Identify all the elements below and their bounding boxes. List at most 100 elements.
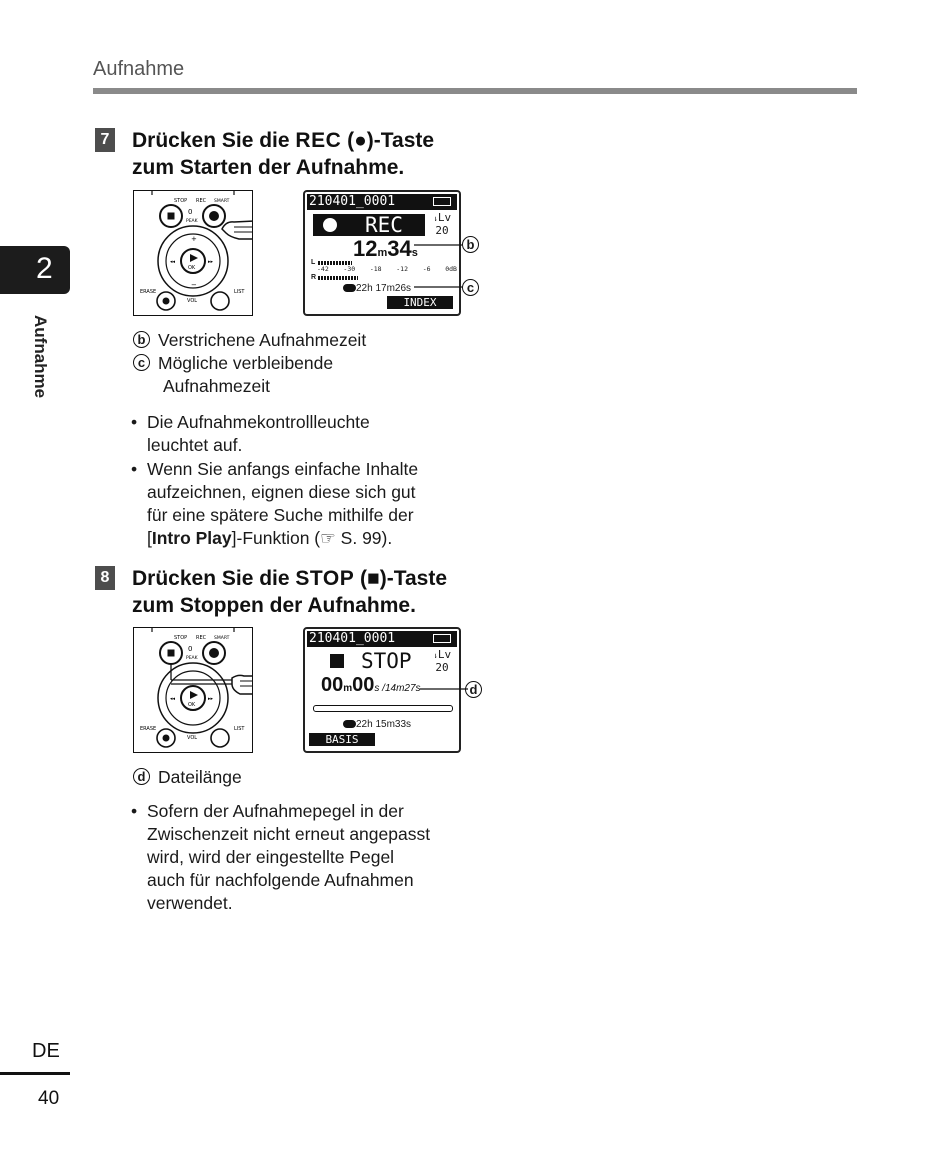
scale-tick: -30 [343,265,356,273]
chapter-tab [0,246,70,294]
ok-label: OK [188,702,196,708]
pointing-hand-icon [231,674,255,695]
callout-marker-b: b [462,236,487,256]
peak-label: PEAK [186,655,199,661]
memory-icon [343,720,356,728]
play-icon [190,691,198,699]
progress-bar [313,705,453,712]
stop-label: STOP [174,635,187,641]
lcd-screen-recording: 210401_0001 REC ⇂Lv 20 12m34s L R -42 -3… [303,190,461,316]
index-softkey[interactable]: INDEX [387,296,453,309]
lcd-file-header: 210401_0001 [307,631,457,647]
legend-d-letter: d [133,768,150,785]
erase-dot-icon [162,734,170,742]
stop-square-icon [167,212,175,220]
note-line: auch für nachfolgende Aufnahmen [147,870,414,890]
page-number: 40 [38,1088,60,1109]
lcd-level-value: 20 [435,661,449,674]
rewind-icon: ◂◂ [170,259,176,265]
stop-label: STOP [174,198,187,204]
step-8-text-post: (■)-Taste [354,567,448,590]
callout-leader-8 [420,688,468,690]
list-button[interactable] [210,728,230,748]
list-button[interactable] [210,291,230,311]
elapsed-m-unit: m [377,247,388,259]
elapsed-seconds: 34 [387,236,412,261]
page-reference: ]-Funktion (☞ S. 99). [231,528,393,548]
recorder-buttons-svg: STOP REC SMART 0 PEAK OK ◂◂ ▸▸ ERASE LIS… [140,628,255,748]
smart-label: SMART [214,198,230,204]
step-8-line2: zum Stoppen der Aufnahme. [132,594,416,617]
elapsed-minutes: 12 [353,236,378,261]
step-8-heading: Drücken Sie die STOP (■)-Taste zum Stopp… [132,565,492,619]
chapter-side-label: Aufnahme [31,315,50,399]
note-line: leuchtet auf. [147,435,243,455]
lcd-filename: 210401_0001 [309,194,396,209]
basis-softkey[interactable]: BASIS [309,733,375,746]
right-channel-bar [318,276,358,280]
ok-play-button[interactable] [180,685,206,711]
language-label: DE [32,1040,60,1062]
legend-c-letter: c [133,354,150,371]
ok-play-button[interactable] [180,248,206,274]
callout-d-letter: d [465,681,482,698]
smart-label: SMART [214,635,230,641]
note-item: • Sofern der Aufnahmepegel in der Zwisch… [131,800,491,915]
note-line: Sofern der Aufnahmepegel in der [147,801,404,821]
vol-label: VOL [187,735,197,741]
callout-b-letter: b [462,236,479,253]
mic-icon: ⇂ [433,214,438,223]
step-7-line2: zum Starten der Aufnahme. [132,156,405,179]
recorder-buttons-svg: STOP REC SMART 0 PEAK OK + − ◂◂ ▸▸ ERASE… [140,191,255,311]
note-line: wird, wird der eingestellte Pegel [147,847,395,867]
lcd-elapsed-time: 12m34s [353,236,418,262]
forward-icon: ▸▸ [208,259,214,265]
legend-c-text-1: Mögliche verbleibende [158,353,334,373]
lcd-level-label: Lv [437,648,452,661]
rec-dot-icon [209,648,219,658]
legend-item-c: c Mögliche verbleibende [133,352,493,375]
ok-label: OK [188,265,196,271]
intro-play-label: Intro Play [151,528,232,548]
memory-icon [343,284,356,292]
battery-icon [433,634,451,643]
bracket-open: [ [147,528,152,548]
left-channel-bar [318,261,352,265]
lcd-remaining: 22h 15m33s [343,719,411,730]
rec-dot-icon [323,218,337,232]
erase-label: ERASE [140,726,156,732]
legend-b-letter: b [133,331,150,348]
scale-tick: -6 [422,265,431,273]
forward-icon: ▸▸ [208,696,214,702]
recorder-illustration-stop: STOP REC SMART 0 PEAK OK ◂◂ ▸▸ ERASE LIS… [133,627,255,753]
stop-square-icon [167,649,175,657]
erase-dot-icon [162,297,170,305]
remaining-time: 22h 17m26s [356,283,412,294]
scale-tick: -18 [369,265,382,273]
scale-tick: -42 [317,265,329,273]
list-label: LIST [234,289,245,295]
lcd-mode-label: STOP [361,649,412,673]
peak-label: PEAK [186,218,199,224]
mic-icon: ⇂ [433,651,438,660]
pointing-hand-icon [221,220,255,240]
note-line: für eine spätere Suche mithilfe der [147,505,414,525]
lcd-file-header: 210401_0001 [307,194,457,210]
note-item: • Wenn Sie anfangs einfache Inhalte aufz… [131,458,491,550]
note-line: verwendet. [147,893,233,913]
lcd-filename: 210401_0001 [309,631,396,646]
lcd-level: ⇂Lv 20 [433,212,451,237]
position-seconds: 00 [352,674,375,696]
play-icon [190,254,198,262]
rec-label: REC [196,635,207,641]
callout-leaders-7 [414,244,462,288]
file-length: s /14m27s [374,683,421,694]
svg-text:+: + [191,235,197,243]
note-line: Wenn Sie anfangs einfache Inhalte [147,459,419,479]
battery-icon [433,197,451,206]
callout-marker-c: c [462,279,487,299]
scale-tick: 0dB [445,265,457,273]
